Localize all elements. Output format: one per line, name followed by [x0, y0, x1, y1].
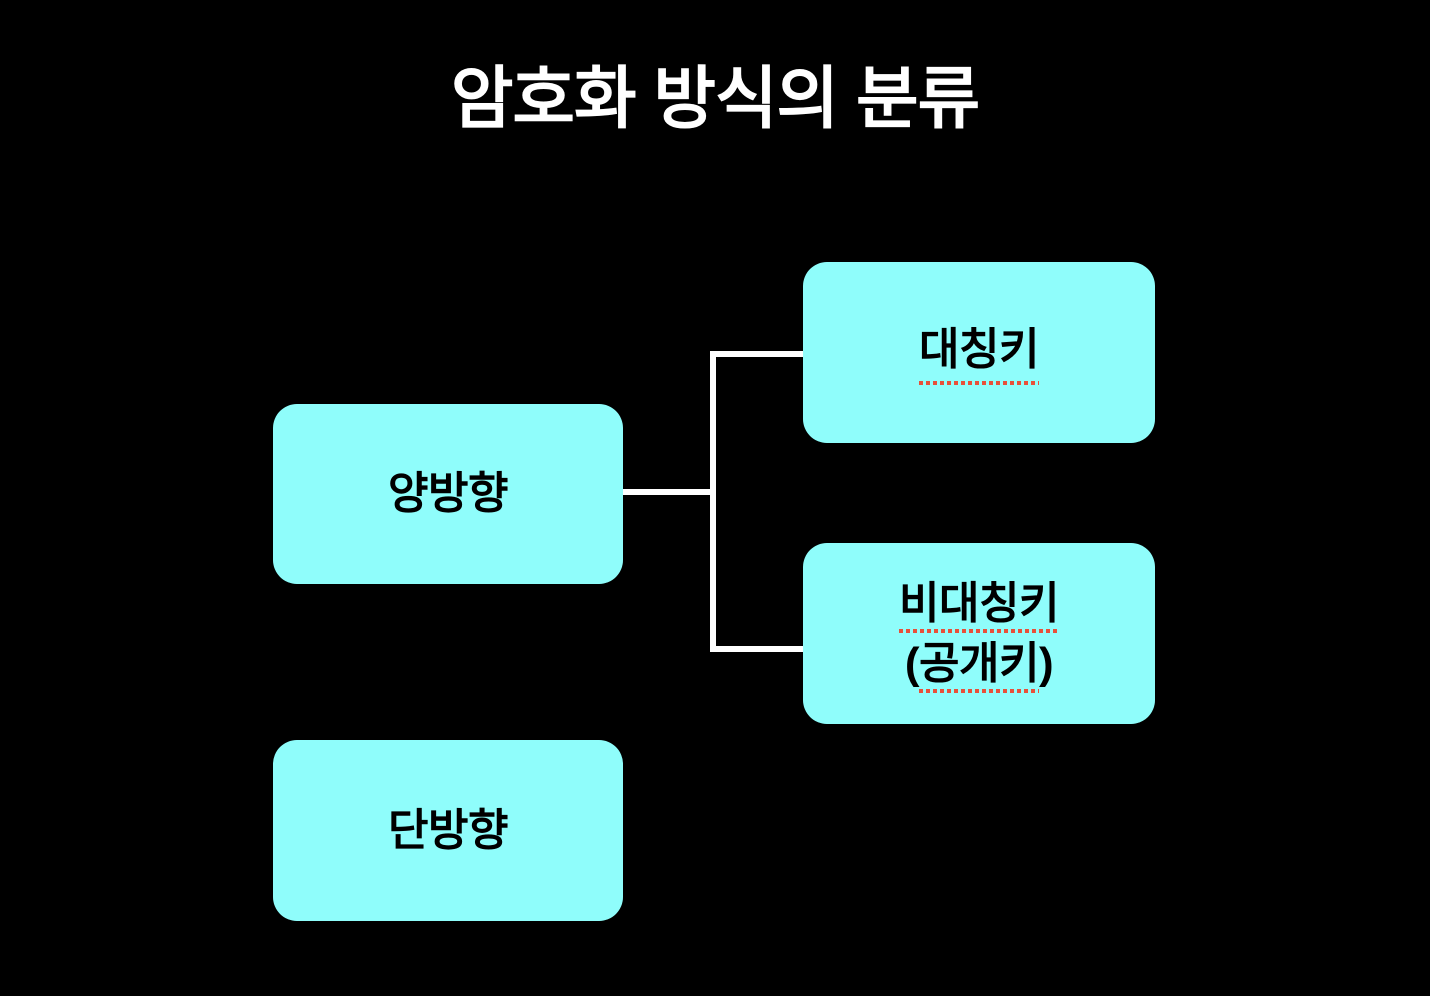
- slide-title: 암호화 방식의 분류: [450, 61, 980, 137]
- node-one-way[interactable]: 단방향: [273, 740, 623, 921]
- node-symmetric-key[interactable]: 대칭키: [803, 262, 1155, 443]
- node-bidirectional[interactable]: 양방향: [273, 404, 623, 584]
- node-asymmetric-key[interactable]: 비대칭키 (공개키): [803, 543, 1155, 724]
- connector-branch-bottom: [710, 646, 803, 652]
- node-bidirectional-label: 양방향: [388, 469, 508, 518]
- node-one-way-label: 단방향: [388, 805, 508, 855]
- connector-vertical-trunk: [710, 351, 716, 652]
- node-asymmetric-key-line2: (공개키): [899, 634, 1059, 694]
- connector-parent-stem: [623, 489, 713, 495]
- node-asymmetric-key-line1: 비대칭키: [899, 574, 1059, 634]
- connector-branch-top: [710, 351, 803, 357]
- node-symmetric-key-label: 대칭키: [919, 320, 1039, 385]
- node-asymmetric-key-label: 비대칭키 (공개키): [899, 574, 1059, 694]
